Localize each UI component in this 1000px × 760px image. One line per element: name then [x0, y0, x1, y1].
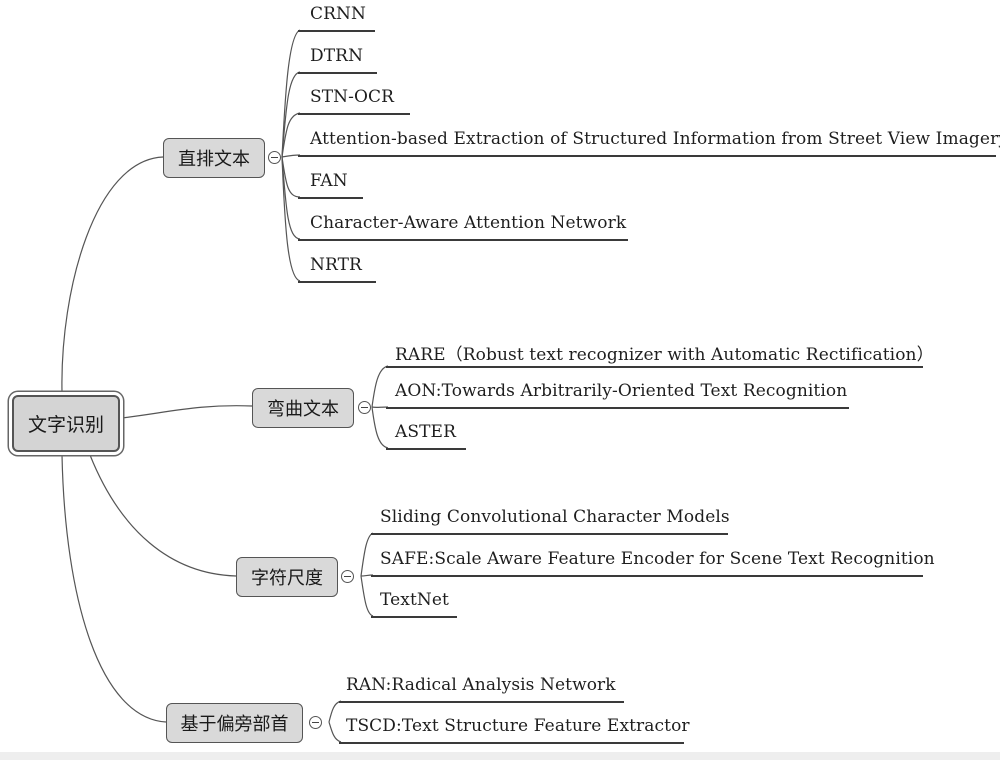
leaf-2-3: ASTER	[395, 422, 456, 442]
branch-node-1[interactable]: 直排文本	[163, 138, 265, 178]
b2-connector-1	[371, 365, 389, 408]
branch-label-1: 直排文本	[178, 149, 250, 170]
collapse-icon[interactable]	[309, 716, 322, 729]
branch-node-2[interactable]: 弯曲文本	[252, 388, 354, 428]
leaf-1-6: Character-Aware Attention Network	[310, 213, 627, 233]
b1-connector-2	[281, 71, 301, 158]
leaf-underline	[298, 239, 628, 241]
leaf-3-3: TextNet	[380, 590, 449, 610]
leaf-1-4: Attention-based Extraction of Structured…	[310, 129, 1000, 149]
leaf-1-2: DTRN	[310, 46, 364, 66]
leaf-underline	[298, 72, 377, 74]
root-connector-1	[61, 156, 164, 393]
branch-node-3[interactable]: 字符尺度	[236, 557, 338, 597]
leaf-underline	[298, 30, 375, 32]
root-node[interactable]: 文字识别	[12, 395, 120, 452]
branch-label-4: 基于偏旁部首	[180, 714, 289, 735]
root-connector-4	[61, 454, 167, 723]
root-connector-2	[121, 405, 253, 419]
leaf-4-2: TSCD:Text Structure Feature Extractor	[346, 716, 690, 736]
b3-connector-1	[360, 532, 374, 577]
b1-connector-3	[281, 112, 301, 158]
branch-node-4[interactable]: 基于偏旁部首	[166, 703, 303, 743]
leaf-1-1: CRNN	[310, 4, 366, 24]
b1-connector-7	[281, 156, 301, 282]
leaf-underline	[371, 533, 728, 535]
b4-connector-1	[328, 700, 342, 723]
leaf-underline	[371, 616, 457, 618]
leaf-underline	[298, 155, 996, 157]
leaf-3-2: SAFE:Scale Aware Feature Encoder for Sce…	[380, 549, 935, 569]
root-connector-3	[89, 454, 237, 577]
branch-label-3: 字符尺度	[251, 568, 323, 589]
leaf-4-1: RAN:Radical Analysis Network	[346, 675, 616, 695]
b2-connector-3	[371, 406, 389, 449]
branch-label-2: 弯曲文本	[267, 399, 339, 420]
leaf-2-1: RARE（Robust text recognizer with Automat…	[395, 345, 934, 365]
leaf-underline	[298, 281, 376, 283]
leaf-1-5: FAN	[310, 171, 348, 191]
b3-connector-3	[360, 575, 374, 617]
collapse-icon[interactable]	[341, 570, 354, 583]
root-label: 文字识别	[27, 414, 104, 436]
leaf-underline	[386, 366, 923, 368]
b1-connector-1	[281, 29, 301, 158]
leaf-underline	[339, 742, 684, 744]
leaf-underline	[339, 701, 624, 703]
leaf-underline	[386, 448, 466, 450]
bottom-strip	[0, 752, 1000, 760]
leaf-underline	[298, 197, 363, 199]
leaf-underline	[371, 575, 923, 577]
leaf-underline	[386, 407, 849, 409]
leaf-3-1: Sliding Convolutional Character Models	[380, 507, 730, 527]
leaf-2-2: AON:Towards Arbitrarily-Oriented Text Re…	[395, 381, 848, 401]
leaf-1-7: NRTR	[310, 255, 362, 275]
leaf-underline	[298, 113, 410, 115]
leaf-1-3: STN-OCR	[310, 87, 395, 107]
collapse-icon[interactable]	[358, 401, 371, 414]
collapse-icon[interactable]	[268, 151, 281, 164]
b4-connector-2	[328, 721, 342, 743]
